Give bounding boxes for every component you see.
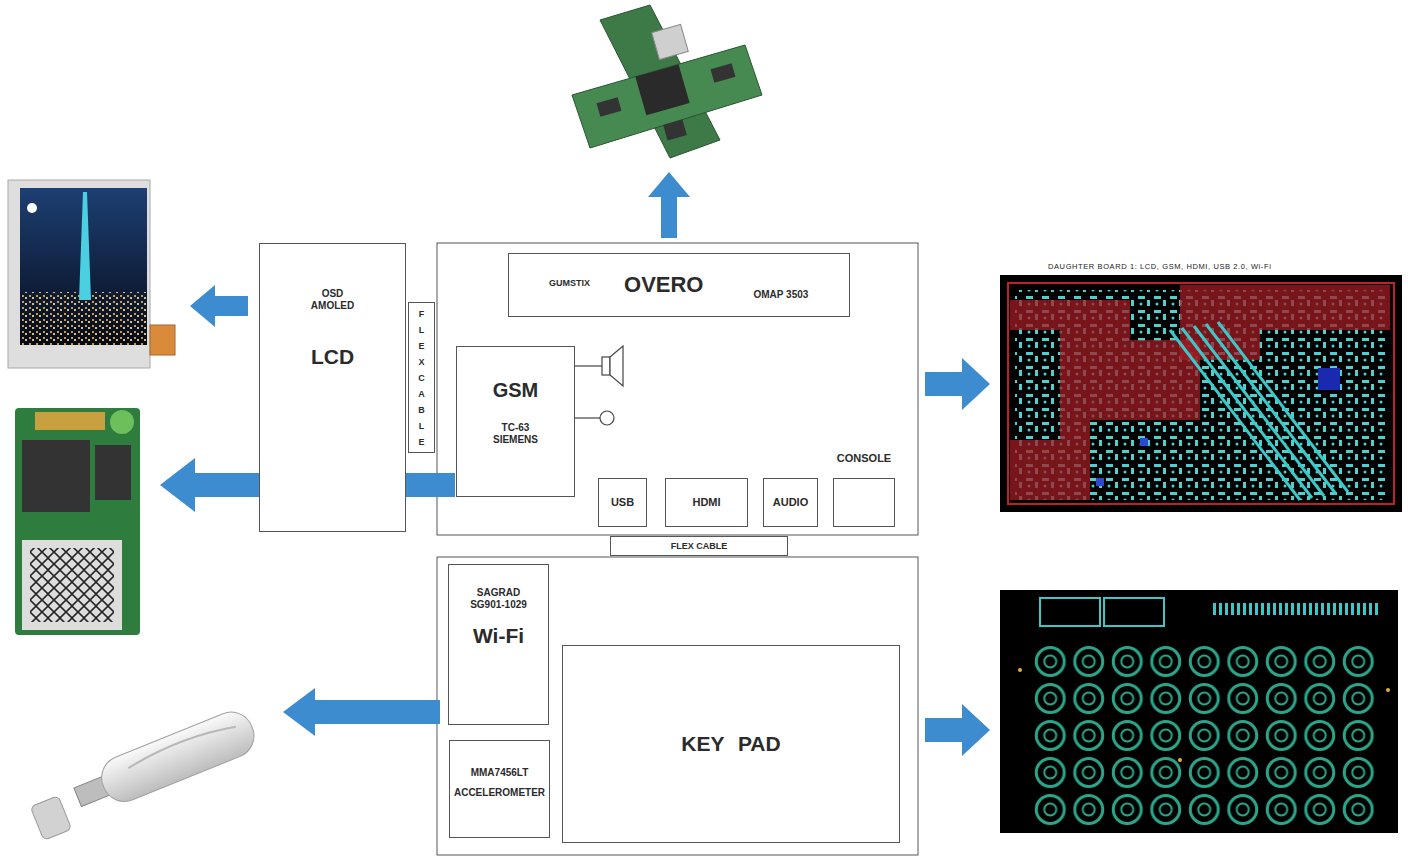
sticker [110, 410, 134, 434]
moon [27, 203, 37, 213]
via [1018, 668, 1022, 672]
box-label: LCD [311, 345, 354, 369]
processor-module: GUMSTIX OVERO OMAP 3503 [508, 253, 850, 317]
wire [575, 365, 602, 366]
arrow [925, 704, 990, 756]
flex-tab [150, 325, 175, 355]
pcb-footprint [1040, 598, 1100, 626]
box-label: FLEX CABLE [671, 541, 728, 551]
lcd-frame [8, 180, 150, 368]
chip [635, 64, 689, 115]
box-label: KEY PAD [681, 732, 780, 756]
via [1386, 688, 1390, 692]
rf-shield [30, 548, 114, 622]
pcb-footprint [1104, 598, 1164, 626]
box-label: TC-63 SIEMENS [485, 422, 547, 445]
wire [575, 417, 600, 418]
flex-cable-connector: FLEX CABLE [408, 302, 435, 453]
tower [79, 192, 91, 300]
hdmi-port: HDMI [665, 478, 748, 527]
chip [1318, 368, 1340, 390]
lcd-screen [20, 188, 147, 345]
pcb-header [1212, 603, 1380, 617]
chip [95, 445, 131, 500]
rf-shield [22, 540, 122, 630]
chip [663, 120, 687, 141]
box-label: OMAP 3503 [753, 289, 808, 301]
module-board [572, 45, 762, 148]
gsm-module: GSM TC-63 SIEMENS [456, 346, 575, 497]
via [1140, 438, 1148, 446]
box-label: GUMSTIX [549, 278, 590, 288]
box-label: Wi-Fi [473, 624, 524, 648]
via [1096, 478, 1104, 486]
box-label: FLEX CABLE [417, 306, 426, 450]
microphone-symbol [600, 411, 614, 425]
console-port: CONSOLE [833, 478, 895, 527]
chip [596, 97, 621, 117]
pcb-outline [1008, 283, 1394, 504]
speaker-symbol [610, 346, 623, 386]
box-label: USB [611, 496, 634, 509]
arrow [190, 285, 248, 327]
lower-board [437, 557, 918, 855]
keypad-area: KEY PAD [562, 645, 900, 843]
arrow [648, 172, 690, 238]
wifi-module: SAGRAD SG901-1029Wi-Fi [448, 564, 549, 725]
box-label: MMA7456LT ACCELEROMETER [453, 763, 546, 803]
audio-port: AUDIO [763, 478, 818, 527]
usb-body [127, 721, 236, 770]
pcb-traces [1170, 322, 1348, 500]
display-box: OSD AMOLED LCD [259, 243, 406, 532]
usb-port: USB [598, 478, 647, 527]
gsm-board [15, 408, 140, 635]
chip [22, 440, 90, 512]
board-title: DAUGHTER BOARD 1: LCD, GSM, HDMI, USB 2.… [1048, 262, 1271, 271]
box-label: HDMI [692, 496, 720, 509]
usb-stick [69, 705, 261, 818]
sd-slot [652, 24, 689, 59]
key-pads [1031, 643, 1378, 828]
speaker-symbol [602, 357, 610, 375]
flex-cable-connector: FLEX CABLE [610, 536, 788, 556]
box-label: OSD AMOLED [307, 288, 359, 311]
usb-body [95, 705, 261, 808]
box-label: GSM [493, 379, 539, 402]
pcb [1000, 590, 1398, 833]
box-label: CONSOLE [837, 452, 891, 465]
connector [35, 412, 105, 430]
arrow [925, 358, 990, 410]
pcb [1000, 275, 1402, 512]
box-label: OVERO [624, 272, 703, 297]
via [1178, 758, 1182, 762]
usb-cap [30, 796, 71, 841]
box-label: SAGRAD SG901-1029 [459, 587, 539, 610]
main-board [437, 243, 918, 535]
accelerometer-chip: MMA7456LT ACCELEROMETER [449, 740, 550, 838]
box-label: AUDIO [773, 496, 808, 509]
arrow [283, 688, 440, 736]
chip [710, 63, 735, 83]
